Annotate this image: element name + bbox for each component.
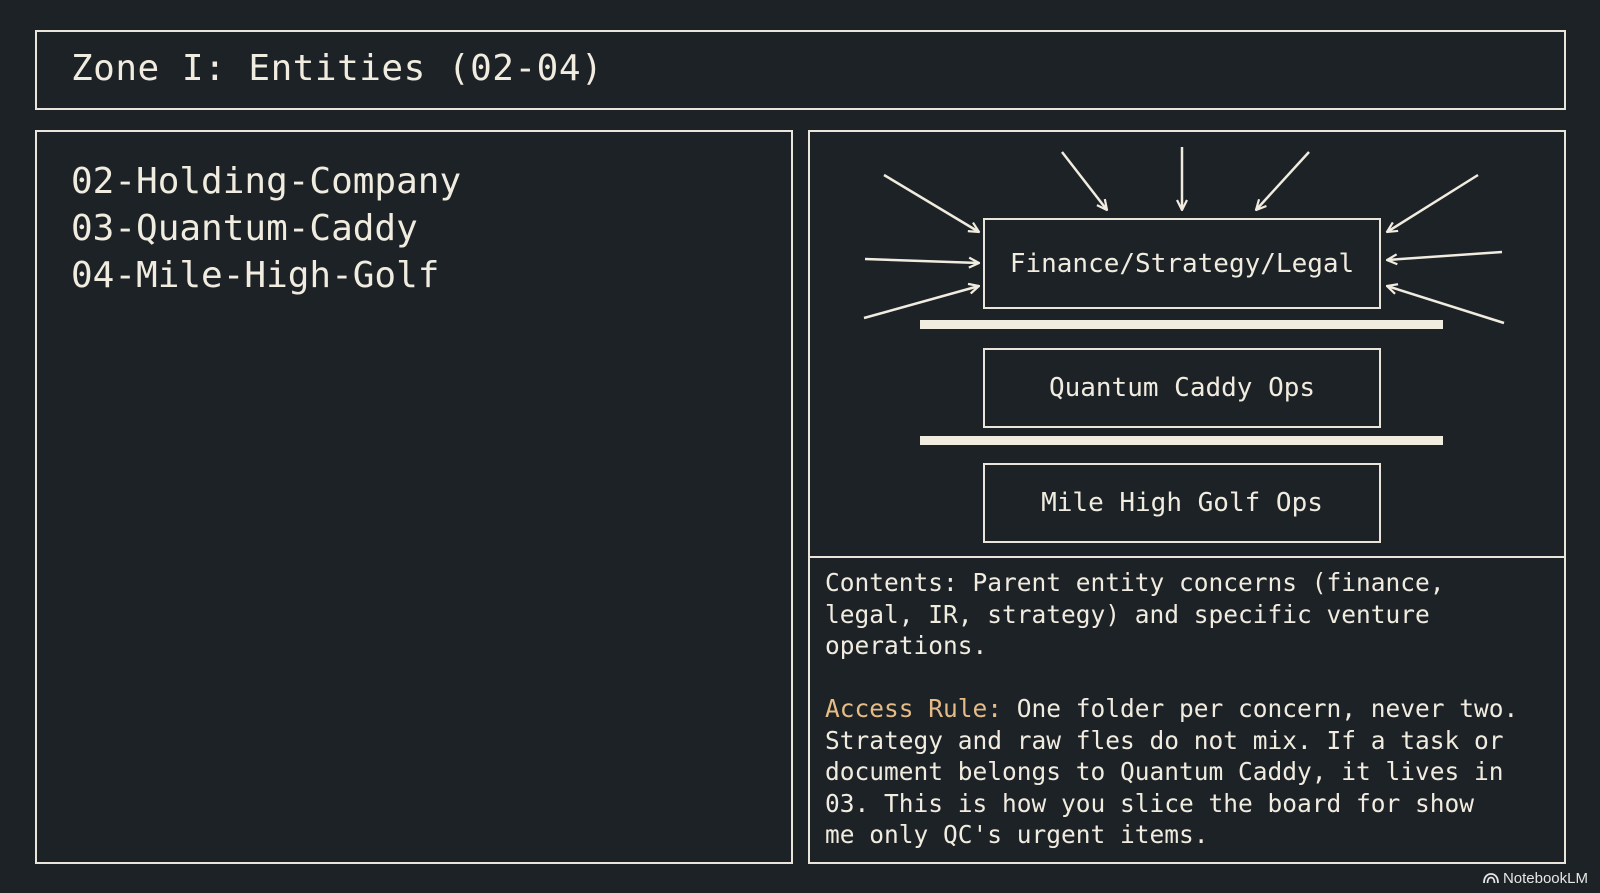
arrow-left-lower — [863, 286, 979, 320]
access-rule-line-5: me only QC's urgent items. — [825, 820, 1209, 849]
page-title: Zone I: Entities (02-04) — [71, 48, 604, 89]
arrow-right-lower — [1387, 286, 1505, 325]
diagram-canvas — [863, 147, 1505, 445]
entity-list: 02-Holding-Company 03-Quantum-Caddy 04-M… — [71, 158, 461, 299]
watermark-label: NotebookLM — [1502, 870, 1588, 887]
arrow-left-middle — [864, 259, 979, 263]
access-rule-line-1: One folder per concern, never two. — [1002, 694, 1519, 723]
divider-bar-upper — [920, 320, 1443, 329]
contents-line-2: legal, IR, strategy) and specific ventur… — [825, 599, 1430, 629]
arrow-right-middle — [1387, 250, 1503, 260]
title-panel: Zone I: Entities (02-04) — [35, 30, 1566, 110]
contents-line-3: operations. — [825, 631, 988, 660]
entity-item-mile-high-golf: 04-Mile-High-Golf — [71, 255, 440, 296]
quantum-caddy-ops-box: Quantum Caddy Ops — [983, 348, 1381, 428]
access-rule-line-3: document belongs to Quantum Caddy, it li… — [825, 757, 1504, 786]
divider-bar-lower — [920, 436, 1443, 445]
finance-strategy-legal-box: Finance/Strategy/Legal — [983, 218, 1381, 309]
diagram-panel: Finance/Strategy/Legal Quantum Caddy Ops… — [808, 130, 1566, 558]
contents-line-1: Contents: Parent entity concerns (financ… — [825, 568, 1445, 597]
access-rule-description: Access Rule: One folder per concern, nev… — [825, 693, 1518, 851]
access-rule-line-2: Strategy and raw fles do not mix. If a t… — [825, 725, 1504, 755]
access-rule-label: Access Rule: — [825, 694, 1003, 723]
description-panel: Contents: Parent entity concerns (financ… — [808, 556, 1566, 864]
mile-high-golf-ops-box: Mile High Golf Ops — [983, 463, 1381, 543]
arrow-left-upper — [883, 173, 979, 232]
arrow-top-left-inner — [1061, 151, 1107, 210]
entity-item-holding-company: 02-Holding-Company — [71, 161, 462, 202]
contents-description: Contents: Parent entity concerns (financ… — [825, 567, 1445, 662]
arrow-right-upper — [1387, 173, 1479, 232]
notebooklm-watermark: NotebookLM — [1483, 870, 1588, 887]
access-rule-line-4: 03. This is how you slice the board for … — [825, 788, 1475, 818]
entity-item-quantum-caddy: 03-Quantum-Caddy — [71, 208, 418, 249]
arrow-top-right-inner — [1256, 151, 1310, 210]
entity-list-panel: 02-Holding-Company 03-Quantum-Caddy 04-M… — [35, 130, 793, 864]
notebooklm-logo-icon — [1483, 873, 1499, 884]
